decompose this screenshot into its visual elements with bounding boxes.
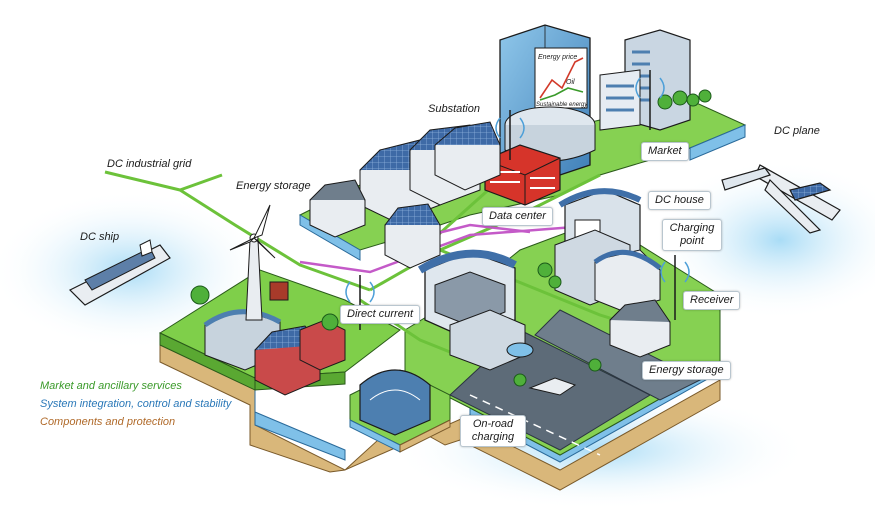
legend: Market and ancillary services System int… (40, 377, 231, 431)
garage (609, 299, 671, 358)
legend-item-integration: System integration, control and stabilit… (40, 398, 232, 410)
billboard-sustainable: Sustainable energy (536, 102, 588, 108)
car (528, 377, 577, 396)
skyscraper: Energy price Oil Sustainable energy (499, 24, 596, 181)
glass-house (417, 249, 526, 371)
label-dc-industrial-grid: DC industrial grid (107, 158, 192, 170)
legend-item-components: Components and protection (40, 416, 176, 428)
trees (190, 262, 602, 387)
dc-house-cluster (554, 188, 662, 311)
label-receiver: Receiver (683, 291, 741, 310)
charging-pool (506, 342, 534, 358)
market-tower (599, 29, 691, 131)
hangar (359, 369, 431, 436)
houses-top (359, 121, 501, 223)
label-market: Market (641, 142, 689, 161)
label-dc-plane: DC plane (774, 125, 820, 137)
label-direct-current: Direct current (340, 305, 421, 324)
ship (68, 239, 171, 306)
legend-item-market: Market and ancillary services (40, 380, 182, 392)
antennas (345, 70, 690, 330)
label-dc-ship: DC ship (80, 231, 120, 243)
label-on-road-charging: On-road charging (460, 415, 526, 447)
house-center (384, 203, 441, 269)
label-substation: Substation (428, 103, 480, 115)
label-energy-storage-bottom: Energy storage (642, 361, 731, 380)
label-charging-point-text: Charging point (669, 222, 715, 247)
billboard-energy-price: Energy price (538, 54, 577, 61)
data-center-building (484, 144, 561, 206)
wind-turbine (229, 204, 276, 321)
trees-top-right (657, 89, 712, 110)
label-data-center: Data center (482, 207, 553, 226)
label-on-road-charging-text: On-road charging (471, 418, 515, 443)
label-charging-point: Charging point (662, 219, 722, 251)
label-dc-house: DC house (648, 191, 711, 210)
plane (721, 164, 841, 234)
label-energy-storage-top: Energy storage (236, 180, 311, 192)
energy-storage-top-building (309, 179, 366, 238)
billboard-oil: Oil (566, 79, 575, 86)
factory (203, 281, 346, 396)
